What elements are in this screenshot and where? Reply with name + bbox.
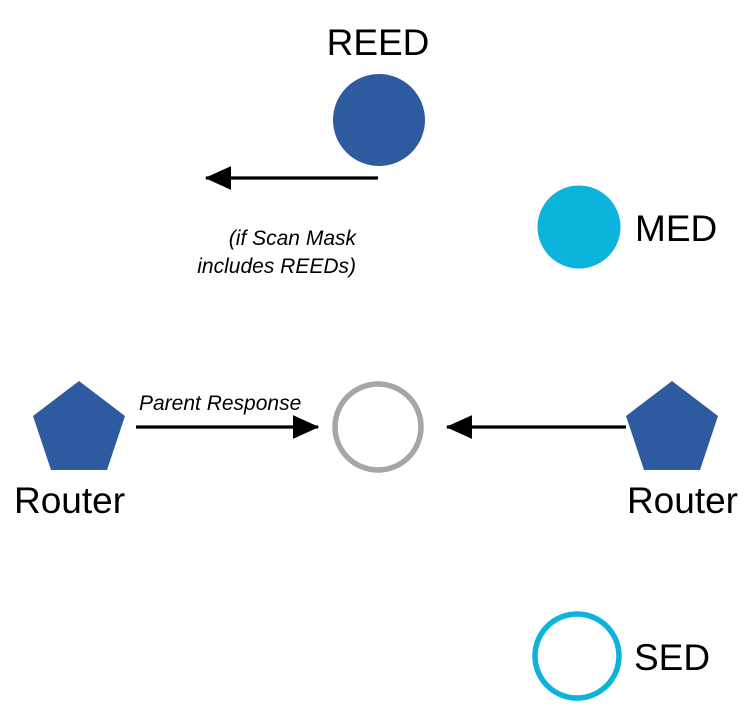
node-med[interactable]: MED [537,185,718,269]
node-sed-circle[interactable] [532,611,622,701]
edge-reed-label-line2: includes REEDs) [197,255,356,278]
node-center-device[interactable] [332,381,424,473]
node-router-left-pentagon[interactable] [33,381,125,470]
node-sed[interactable]: SED [532,611,710,701]
edge-reed-to-center: (if Scan Mask includes REEDs) [197,166,378,278]
node-center-circle[interactable] [332,381,424,473]
node-med-circle[interactable] [537,185,621,269]
node-router-left-label: Router [14,480,125,521]
node-router-left[interactable]: Router [14,381,125,521]
edge-router-left-label: Parent Response [139,392,301,415]
node-sed-label: SED [634,637,710,678]
node-router-right[interactable]: Router [626,381,738,521]
node-reed[interactable]: REED [327,22,430,166]
node-reed-circle[interactable] [333,74,425,166]
edge-reed-label-line1: (if Scan Mask [229,227,358,250]
node-med-label: MED [635,208,717,249]
node-router-right-label: Router [627,480,738,521]
edge-router-left-to-center: Parent Response [136,392,320,439]
node-router-right-pentagon[interactable] [626,381,718,470]
node-reed-label: REED [327,22,430,63]
